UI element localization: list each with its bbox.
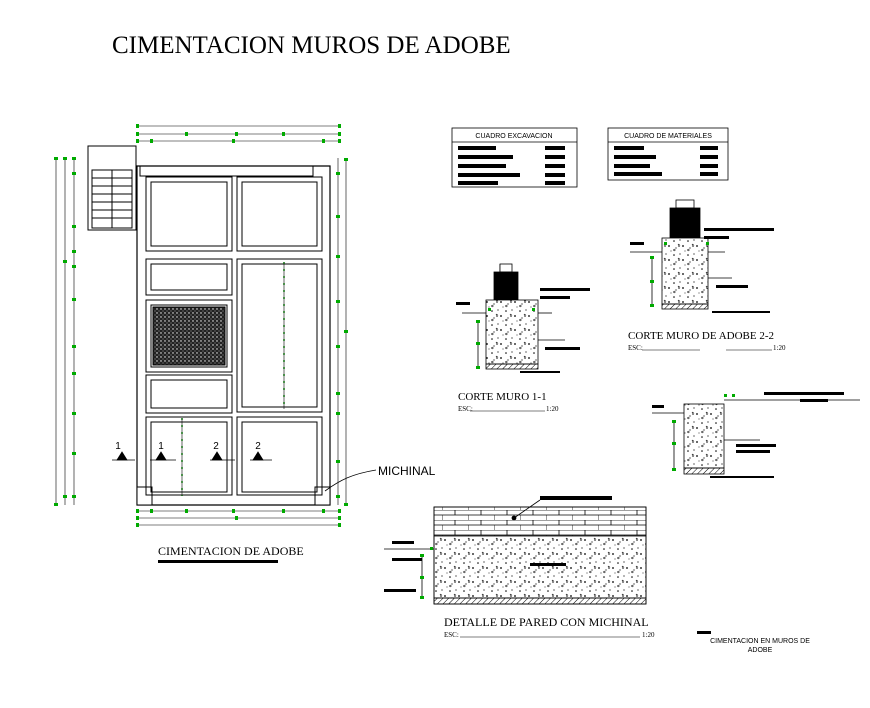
cut-1-label-left: 1 <box>115 441 121 452</box>
section-small-right <box>652 392 860 478</box>
cut-marker-2 <box>210 451 272 461</box>
table-materiales-header: CUADRO DE MATERIALES <box>624 133 712 140</box>
michinal-leader <box>324 469 377 492</box>
detalle-pared <box>384 496 647 605</box>
room-8 <box>236 416 323 496</box>
section-1-1 <box>456 263 590 373</box>
plan-top-dimensions <box>136 124 341 143</box>
cut-1-label-right: 1 <box>158 441 164 452</box>
hatched-area <box>152 306 226 366</box>
room-7 <box>145 416 233 496</box>
cut-2-label-left: 2 <box>213 441 219 452</box>
legend-swatch <box>697 631 711 634</box>
section-1-1-esc: ESC: <box>458 405 473 413</box>
room-3 <box>145 258 233 296</box>
plan-label-underline <box>158 560 278 563</box>
section-1-1-scale: 1:20 <box>546 405 559 413</box>
room-1 <box>145 176 233 252</box>
detalle-scale: 1:20 <box>642 631 655 639</box>
drawing-title: CIMENTACION MUROS DE ADOBE <box>112 32 511 59</box>
cut-marker-1 <box>112 451 176 461</box>
legend-line-1: CIMENTACION EN MUROS DE <box>710 638 810 645</box>
cut-2-label-right: 2 <box>255 441 261 452</box>
room-2 <box>236 176 323 252</box>
section-2-2-esc: ESC: <box>628 344 643 352</box>
detalle-title: DETALLE DE PARED CON MICHINAL <box>444 615 649 629</box>
room-4 <box>236 258 323 413</box>
room-5 <box>145 299 233 373</box>
table-materiales <box>607 127 729 181</box>
foundation-plan <box>54 124 377 527</box>
room-6 <box>145 374 233 414</box>
plan-right-dimensions <box>336 158 348 506</box>
michinal-label: MICHINAL <box>378 464 436 478</box>
section-2-2-scale: 1:20 <box>773 344 786 352</box>
plan-left-dimensions <box>54 157 76 506</box>
section-1-1-title: CORTE MURO 1-1 <box>458 391 547 403</box>
detalle-esc: ESC: <box>444 631 459 639</box>
plan-label: CIMENTACION DE ADOBE <box>158 544 304 558</box>
table-excavacion-header: CUADRO EXCAVACION <box>475 133 552 140</box>
table-excavacion <box>451 127 578 188</box>
section-2-2 <box>630 199 774 313</box>
staircase <box>87 145 137 231</box>
plan-bottom-dimensions <box>136 509 341 527</box>
section-2-2-title: CORTE MURO DE ADOBE 2-2 <box>628 330 774 342</box>
legend-line-2: ADOBE <box>748 647 773 654</box>
